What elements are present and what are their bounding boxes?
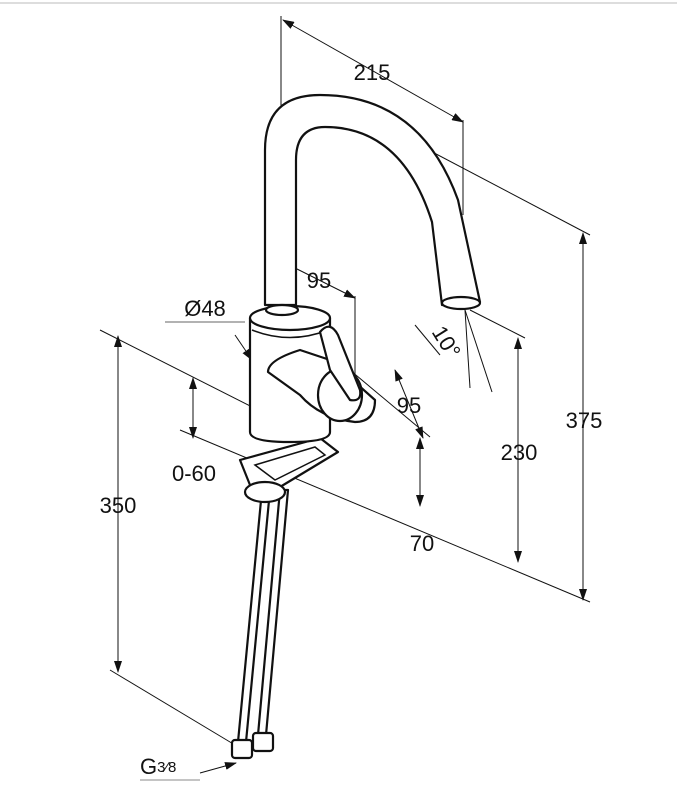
dim-label-diameter: Ø48 <box>184 296 226 321</box>
dim-label-angle: 10° <box>427 321 466 362</box>
dim-label-350: 350 <box>100 493 137 518</box>
dim-line-215 <box>282 19 464 123</box>
dim-label-95-side: 95 <box>397 393 421 418</box>
lever-handle <box>266 325 377 424</box>
dim-label-230: 230 <box>501 440 538 465</box>
dim-label-215: 215 <box>354 60 391 85</box>
mounting-base <box>238 436 340 504</box>
dim-label-thread: G3⁄8 <box>140 754 176 779</box>
dim-label-95-top: 95 <box>307 268 331 293</box>
supply-hoses <box>230 488 290 760</box>
dim-label-375: 375 <box>566 408 603 433</box>
dim-label-0-60: 0-60 <box>172 461 216 486</box>
dim-label-70: 70 <box>410 531 434 556</box>
dim-line-95-side <box>394 369 424 439</box>
hose-nut <box>230 738 254 760</box>
leader-thread <box>199 762 237 774</box>
hose-nut <box>251 731 275 753</box>
spout <box>263 93 482 311</box>
